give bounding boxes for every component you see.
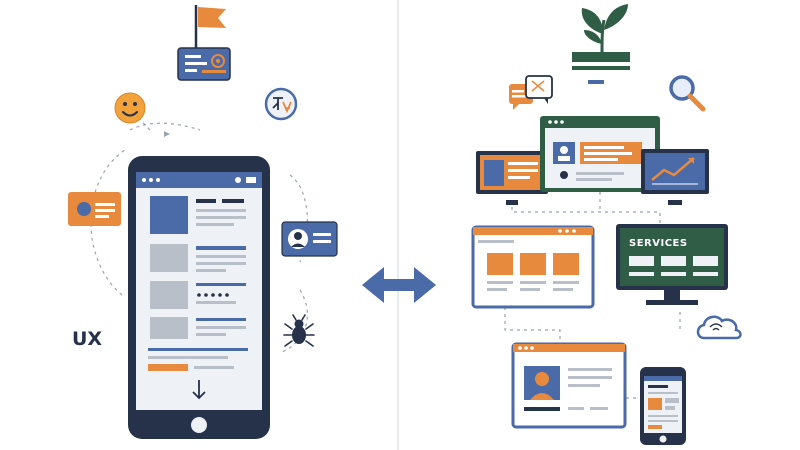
main-monitor (540, 116, 660, 192)
small-monitor (476, 151, 548, 205)
ux-label: UX (72, 328, 102, 350)
magnifier-icon (669, 75, 706, 112)
chat-bubbles-icon (509, 75, 553, 110)
smiley-icon (114, 92, 146, 124)
bidirectional-arrow-icon (362, 267, 436, 303)
down-arrow-icon (192, 380, 206, 400)
plant-icon (572, 4, 630, 84)
bug-icon (283, 314, 315, 347)
flag-icon (194, 5, 226, 48)
profile-card-icon (68, 192, 121, 226)
chart-icon (651, 157, 698, 185)
contact-card-icon (177, 47, 231, 81)
user-card-icon (281, 221, 338, 257)
translate-icon (264, 87, 298, 121)
dashed-arc-top (129, 122, 201, 131)
cloud-icon (696, 315, 742, 340)
services-monitor: SERVICES (616, 224, 728, 305)
arc-arrowhead (164, 131, 170, 137)
browser-window (471, 225, 595, 309)
phone-content (148, 196, 248, 371)
services-label: SERVICES (629, 238, 688, 249)
small-phone (640, 367, 686, 445)
chart-monitor (641, 149, 709, 205)
profile-window (511, 342, 627, 429)
